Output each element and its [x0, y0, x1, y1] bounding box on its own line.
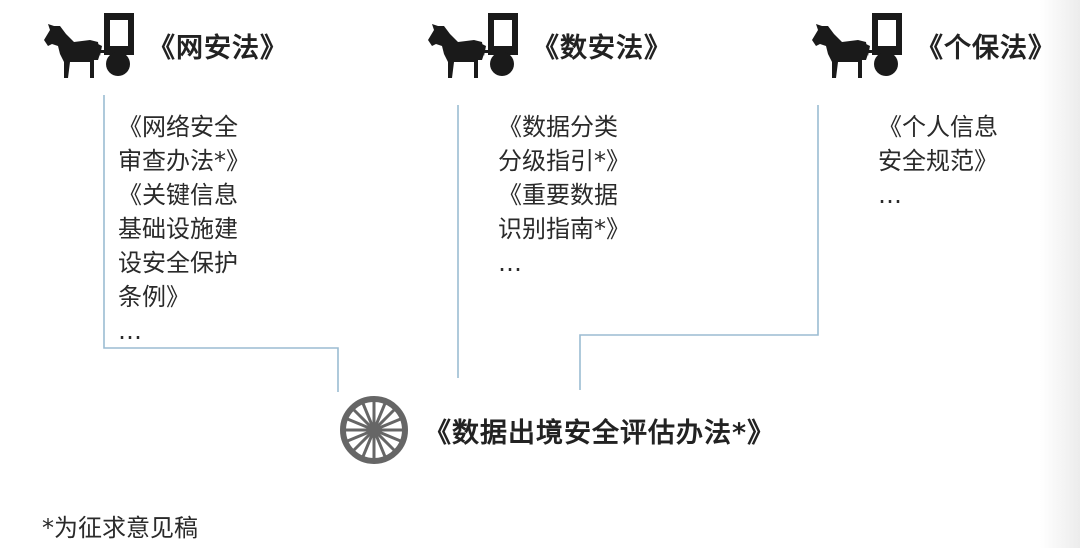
law-personal-info: 《个保法》 — [806, 10, 1056, 80]
regulation-list-1: 《网络安全 审查办法*》 《关键信息 基础设施建 设安全保护 条例》 … — [118, 110, 288, 348]
regulation-line: 《数据分类 — [498, 113, 618, 141]
law-title: 《数安法》 — [532, 32, 672, 64]
law-data-security: 《数安法》 — [422, 10, 672, 80]
regulation-line: 分级指引*》 — [498, 147, 630, 175]
ellipsis: … — [118, 317, 142, 345]
law-title: 《个保法》 — [916, 32, 1056, 64]
ellipsis: … — [498, 249, 522, 277]
regulation-line: 《网络安全 — [118, 113, 238, 141]
connector-line-3 — [579, 105, 819, 390]
horse-cart-icon — [428, 13, 518, 78]
horse-cart-icon — [44, 13, 134, 78]
regulation-line: 安全规范》 — [878, 147, 998, 175]
regulation-line: 审查办法*》 — [118, 147, 250, 175]
horse-cart-icon — [812, 13, 902, 78]
regulation-list-2: 《数据分类 分级指引*》 《重要数据 识别指南*》 … — [498, 110, 668, 280]
ellipsis: … — [878, 181, 902, 209]
regulation-line: 《个人信息 — [878, 113, 998, 141]
connector-line-1 — [103, 95, 339, 392]
footnote: *为征求意见稿 — [42, 514, 198, 542]
regulation-line: 识别指南*》 — [498, 215, 630, 243]
regulation-line: 设安全保护 — [118, 249, 238, 277]
bottom-title: 《数据出境安全评估办法*》 — [424, 417, 776, 449]
law-title: 《网安法》 — [148, 32, 288, 64]
data-export-regulation: 《数据出境安全评估办法*》 — [338, 394, 775, 466]
regulation-line: 《关键信息 — [118, 181, 238, 209]
regulation-list-3: 《个人信息 安全规范》 … — [878, 110, 1048, 212]
regulation-line: 《重要数据 — [498, 181, 618, 209]
law-cyber-security: 《网安法》 — [38, 10, 288, 80]
regulation-line: 条例》 — [118, 283, 190, 311]
wagon-wheel-icon — [340, 396, 408, 464]
regulation-line: 基础设施建 — [118, 215, 238, 243]
page-edge-shadow — [1040, 0, 1080, 548]
